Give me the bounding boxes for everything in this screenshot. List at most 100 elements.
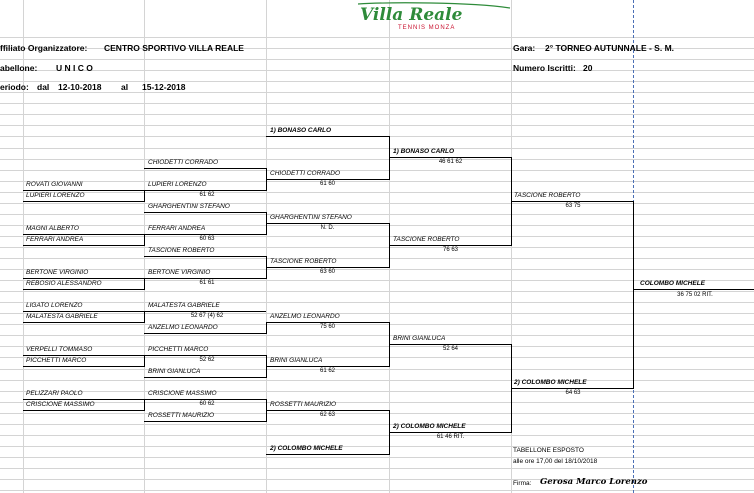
bracket-connector [633,201,634,389]
bracket-line [144,168,266,169]
grid-row-line [0,291,754,292]
match-score: 61 62 [319,368,335,374]
svg-text:TENNIS MONZA: TENNIS MONZA [398,25,455,31]
match-score: 52 62 [199,357,215,363]
org-label: ffiliato Organizzatore: [0,43,88,53]
bracket-line [266,267,389,268]
player-name: ROSSETTI MAURIZIO [270,401,337,408]
bracket-line [144,278,266,279]
bracket-line [23,410,144,411]
grid-row-line [0,159,754,160]
bracket-line [144,421,266,422]
grid-row-line [0,214,754,215]
grid-row-line [0,48,754,49]
bracket-connector [266,322,267,334]
bracket-line [23,311,144,312]
bracket-line [144,311,266,312]
grid-row-line [0,103,754,104]
match-score: 52 64 [442,346,458,352]
gara-value: 2° TORNEO AUTUNNALE - S. M. [545,43,675,53]
match-score: 63 60 [319,269,335,275]
tabellone-value: U N I C O [56,63,93,73]
bracket-line [23,399,144,400]
player-name: MAGNI ALBERTO [26,225,79,232]
player-name: ROSSETTI MAURIZIO [148,412,215,419]
period-label: eriodo: [0,82,29,92]
player-name: CHIODETTI CORRADO [148,159,219,166]
bracket-line [389,344,511,345]
match-score: 60 63 [199,236,215,242]
bracket-connector [389,136,390,180]
bracket-line [144,333,266,334]
grid-row-line [0,424,754,425]
grid-row-line [0,269,754,270]
match-score: 52 67 (4) 62 [190,313,224,319]
player-name: GHARGHENTINI STEFANO [270,214,352,221]
match-score: 61 61 [199,280,215,286]
grid-row-line [0,280,754,281]
bracket-line [23,201,144,202]
grid-row-line [0,258,754,259]
grid-row-line [0,402,754,403]
player-name: CRISCIONE MASSIMO [26,401,95,408]
bracket-connector [144,190,145,202]
match-score: 61 60 [319,181,335,187]
winner-name: COLOMBO MICHELE [640,280,705,287]
player-name: TASCIONE ROBERTO [514,192,581,199]
grid-col-line [144,0,145,493]
grid-row-line [0,313,754,314]
bracket-line [144,212,266,213]
match-score: 46 61 62 [438,159,463,165]
grid-row-line [0,92,754,93]
bracket-line [511,201,633,202]
bracket-line [266,179,389,180]
grid-row-line [0,81,754,82]
grid-row-line [0,468,754,469]
iscritti-label: Numero Iscritti: [513,63,576,73]
grid-row-line [0,192,754,193]
bracket-line [266,322,389,323]
grid-col-line [511,0,512,493]
player-name: GHARGHENTINI STEFANO [148,203,230,210]
bracket-line [23,234,144,235]
bracket-line [144,234,266,235]
grid-row-line [0,335,754,336]
exposed-time: alle ore 17,00 del 18/10/2018 [513,458,598,465]
player-name: REBOSIO ALESSANDRO [26,280,102,287]
player-name: PICCHETTI MARCO [148,346,209,353]
player-name: MALATESTA GABRIELE [26,313,98,320]
player-name: BRINI GIANLUCA [270,357,323,364]
player-name: LUPIERI LORENZO [26,192,85,199]
player-name: TASCIONE ROBERTO [393,236,460,243]
player-name: TASCIONE ROBERTO [148,247,215,254]
grid-row-line [0,369,754,370]
player-name: BRINI GIANLUCA [393,335,446,342]
player-name: PICCHETTI MARCO [26,357,87,364]
bracket-line [511,388,633,389]
bracket-connector [144,278,145,290]
bracket-line [23,322,144,323]
svg-text:Villa Reale: Villa Reale [360,5,463,25]
player-name: ANZELMO LEONARDO [148,324,218,331]
tabellone-label: abellone: [0,63,38,73]
bracket-line [266,223,389,224]
final-score: 36 75 02 RIT. [677,292,713,298]
bracket-line [144,377,266,378]
grid-row-line [0,346,754,347]
grid-row-line [0,302,754,303]
bracket-line [23,355,144,356]
player-name: VERPELLI TOMMASO [26,346,93,353]
seed-name: 1) BONASO CARLO [270,127,332,134]
player-name: BRINI GIANLUCA [148,368,201,375]
player-name: CRISCIONE MASSIMO [148,390,217,397]
al-value: 15-12-2018 [142,82,186,92]
seed-name: 2) COLOMBO MICHELE [270,445,343,452]
bracket-connector [144,234,145,246]
bracket-line [144,355,266,356]
match-score: 76 63 [442,247,458,253]
grid-row-line [0,114,754,115]
bracket-line [144,190,266,191]
bracket-connector [144,399,145,411]
match-score: 60 62 [199,401,215,407]
bracket-line [266,410,389,411]
